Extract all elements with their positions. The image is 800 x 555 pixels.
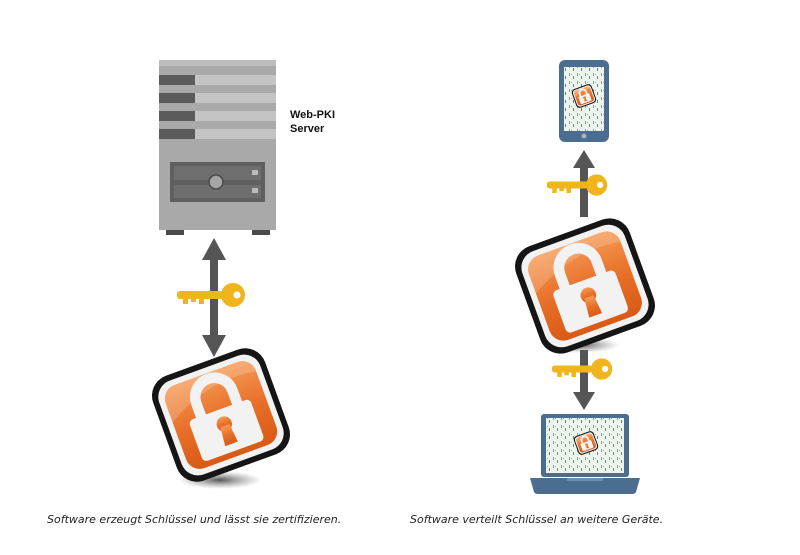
- caption-right: Software verteilt Schlüssel an weitere G…: [410, 513, 664, 526]
- server-label: Web-PKI Server: [290, 108, 335, 136]
- padlock-icon: [146, 342, 296, 487]
- laptop-icon: [530, 414, 640, 494]
- server-label-line2: Server: [290, 123, 325, 135]
- arrow-icon: [202, 238, 226, 357]
- server-icon: [159, 60, 276, 235]
- server-label-line1: Web-PKI: [290, 109, 336, 121]
- arrow-icon: [573, 350, 595, 410]
- key-icon: [547, 174, 608, 196]
- arrow-icon: [573, 150, 595, 217]
- smartphone-icon: [559, 60, 609, 142]
- caption-left: Software erzeugt Schlüssel und lässt sie…: [47, 513, 342, 526]
- padlock-icon: [509, 212, 661, 359]
